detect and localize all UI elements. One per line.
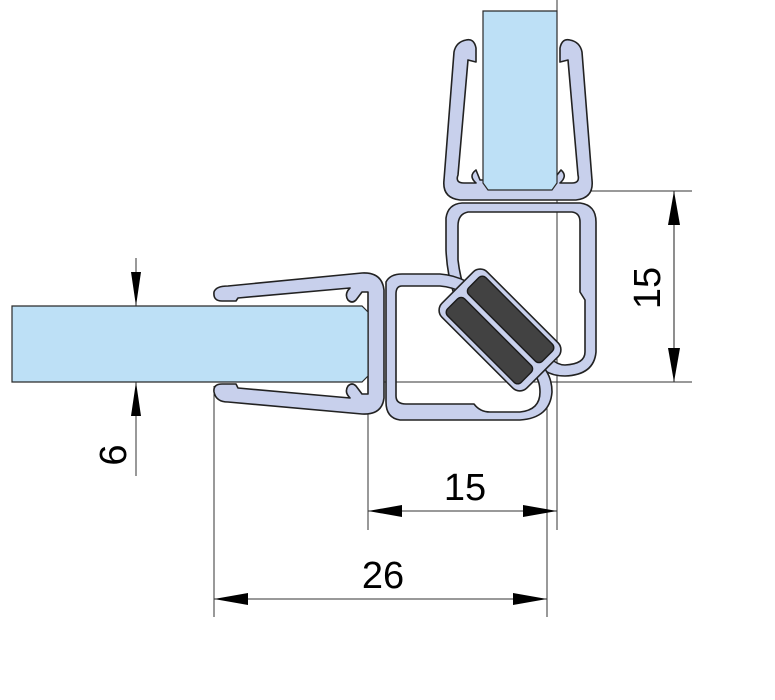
vertical-glass	[482, 10, 558, 191]
dim-label-overall-26: 26	[362, 555, 404, 597]
dim-label-horizontal-15: 15	[444, 467, 486, 509]
horizontal-glass	[11, 305, 369, 383]
dimension-glass-thickness-6	[131, 272, 141, 416]
horizontal-glass-group	[11, 272, 553, 421]
vertical-profile	[443, 38, 593, 201]
vertical-glass-group	[443, 10, 597, 377]
magnet-strip-lower	[445, 296, 534, 385]
dim-label-glass-thickness: 6	[93, 444, 135, 465]
dimension-horizontal-15	[368, 505, 557, 517]
magnet-assembly	[438, 268, 562, 392]
dimension-overall-26	[214, 593, 547, 605]
magnet-strip-upper	[466, 275, 555, 364]
horizontal-profile	[213, 272, 385, 415]
dimension-vertical-15	[668, 191, 680, 382]
dim-label-vertical-15: 15	[627, 267, 669, 309]
